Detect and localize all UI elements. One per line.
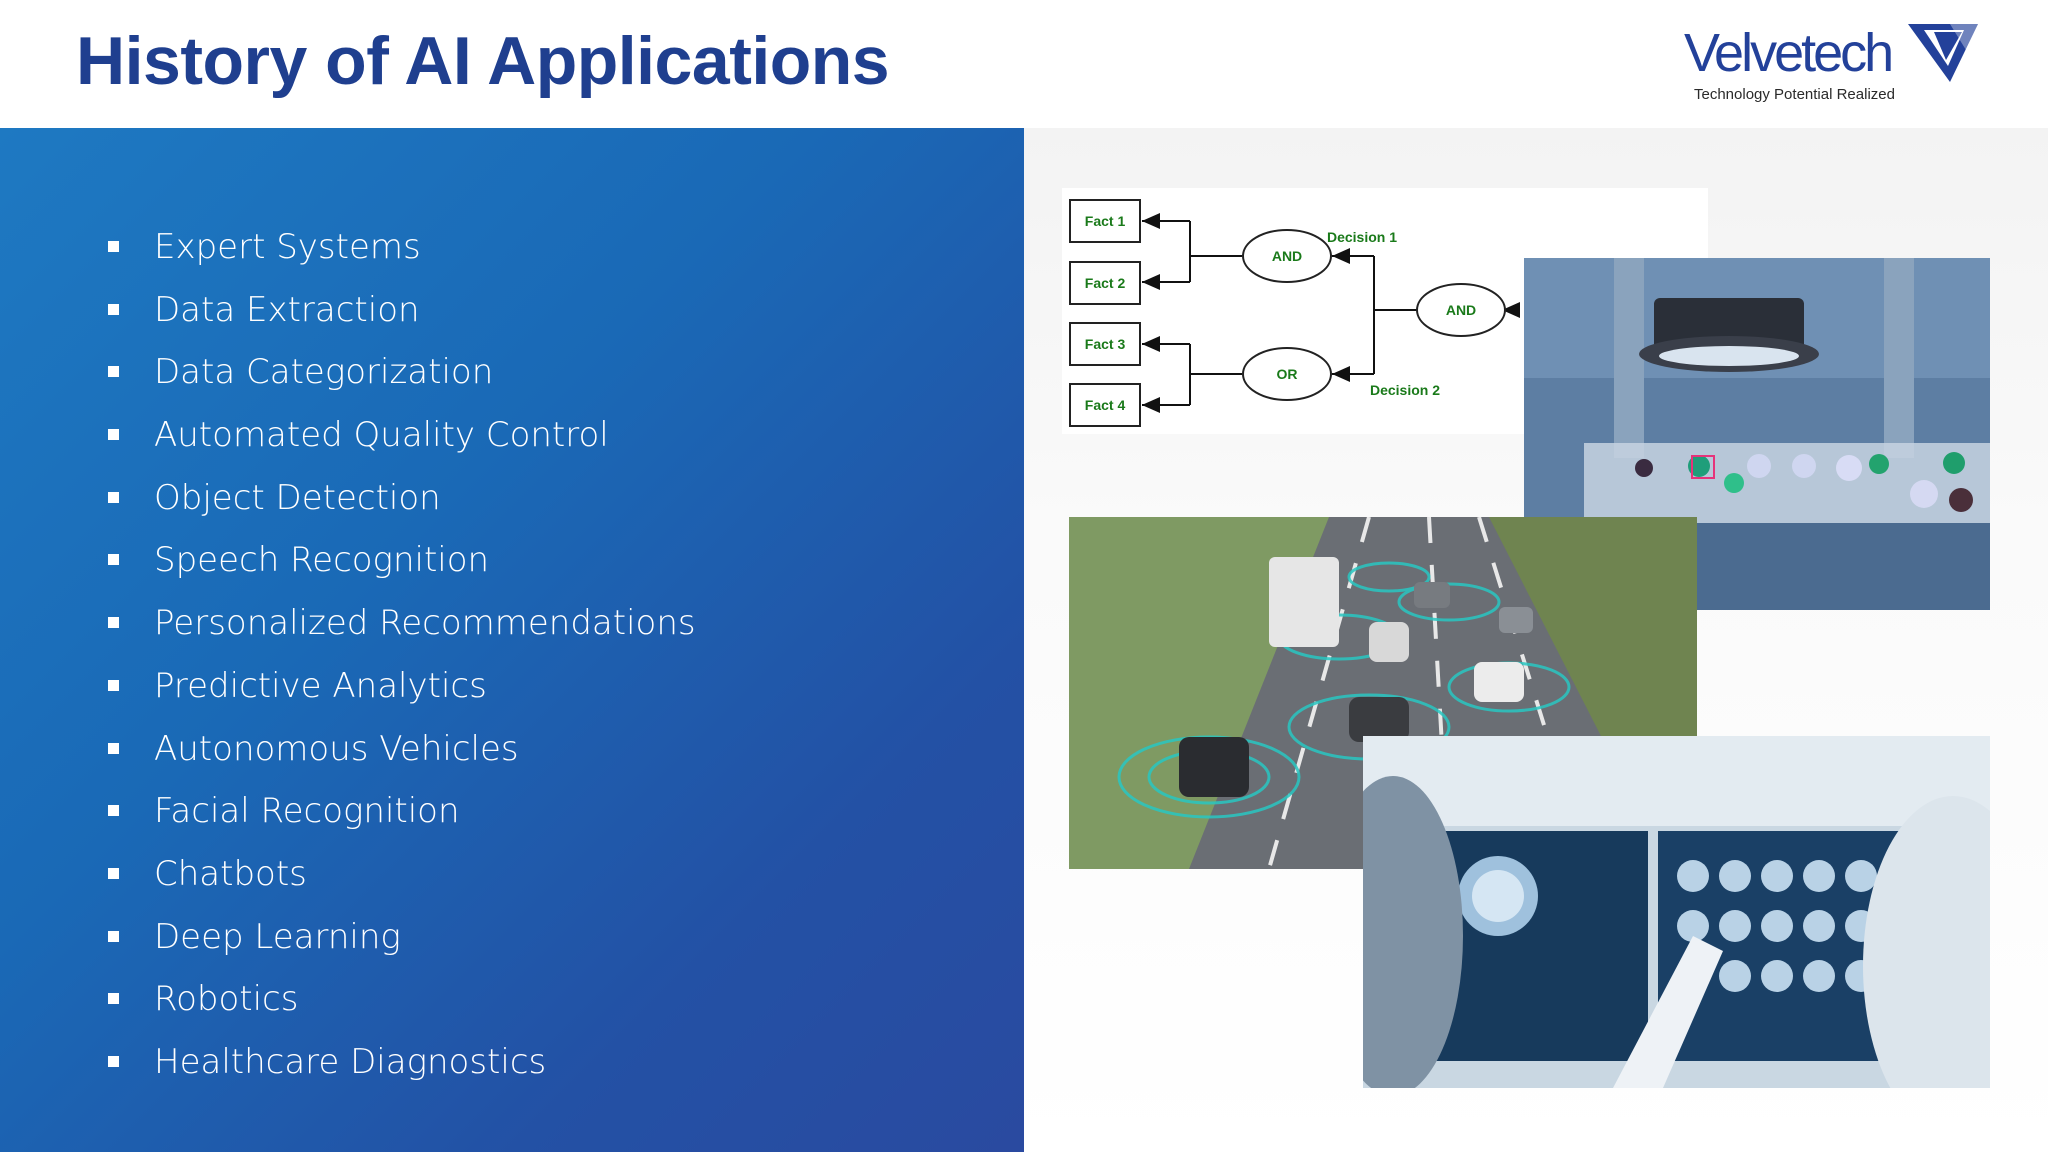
list-item-label: Automated Quality Control	[154, 415, 609, 456]
page-title: History of AI Applications	[76, 23, 890, 99]
list-item-label: Data Extraction	[154, 289, 420, 330]
decision-tree-svg: Fact 1 Fact 2 Fact 3 Fact 4 AND OR A	[1069, 199, 1520, 427]
bullet-square-icon	[108, 993, 119, 1005]
list-item: Personalized Recommendations	[108, 592, 696, 655]
bullet-square-icon	[108, 366, 119, 378]
list-item-label: Autonomous Vehicles	[154, 728, 519, 769]
velvetech-logo: Velvetech Technology Potential Realized	[1684, 18, 1984, 108]
or-gate	[1242, 347, 1332, 401]
list-item-label: Speech Recognition	[154, 540, 490, 581]
decision-label: Decision 1	[1327, 229, 1397, 245]
list-item-label: Deep Learning	[154, 916, 401, 957]
list-item: Speech Recognition	[108, 529, 696, 592]
list-item: Data Categorization	[108, 341, 696, 404]
bullet-square-icon	[108, 1055, 119, 1067]
gate-label: AND	[1272, 248, 1302, 264]
factory-quality-control-image	[1524, 258, 1990, 610]
list-item: Predictive Analytics	[108, 655, 696, 718]
list-item: Facial Recognition	[108, 780, 696, 843]
list-item-label: Healthcare Diagnostics	[154, 1041, 547, 1082]
bullet-square-icon	[108, 930, 119, 942]
bullet-square-icon	[108, 742, 119, 754]
final-and-gate	[1416, 283, 1506, 337]
list-item: Robotics	[108, 968, 696, 1031]
list-item: Deep Learning	[108, 906, 696, 969]
fact-box	[1069, 261, 1141, 305]
bullet-square-icon	[108, 617, 119, 629]
bullet-square-icon	[108, 805, 119, 817]
logo-wordmark: Velvetech	[1684, 23, 1894, 83]
and-gate	[1242, 229, 1332, 283]
list-item: Healthcare Diagnostics	[108, 1031, 696, 1094]
decision-label: Decision 2	[1370, 382, 1440, 398]
gate-label: OR	[1277, 366, 1298, 382]
list-item-label: Personalized Recommendations	[154, 603, 696, 644]
list-item: Object Detection	[108, 467, 696, 530]
bullet-square-icon	[108, 679, 119, 691]
list-item: Data Extraction	[108, 279, 696, 342]
list-item: Automated Quality Control	[108, 404, 696, 467]
bullet-square-icon	[108, 429, 119, 441]
fact-label: Fact 4	[1085, 397, 1126, 413]
bullet-square-icon	[108, 867, 119, 879]
medical-scene	[1363, 736, 1990, 1088]
bullet-square-icon	[108, 303, 119, 315]
list-item-label: Predictive Analytics	[154, 665, 487, 706]
gate-label: AND	[1446, 302, 1476, 318]
list-item-label: Data Categorization	[154, 352, 494, 393]
list-item-label: Object Detection	[154, 477, 441, 518]
logo-tagline: Technology Potential Realized	[1694, 86, 1895, 103]
bullet-panel: Expert Systems Data Extraction Data Cate…	[0, 128, 1024, 1152]
fact-label: Fact 2	[1085, 275, 1126, 291]
medical-brain-scan-image	[1363, 736, 1990, 1088]
bullet-square-icon	[108, 491, 119, 503]
application-list: Expert Systems Data Extraction Data Cate…	[108, 216, 696, 1094]
list-item-label: Robotics	[154, 979, 299, 1020]
list-item-label: Chatbots	[154, 853, 307, 894]
list-item: Expert Systems	[108, 216, 696, 279]
list-item-label: Expert Systems	[154, 227, 421, 267]
fact-box	[1069, 383, 1141, 427]
fact-label: Fact 3	[1085, 336, 1126, 352]
list-item: Chatbots	[108, 843, 696, 906]
list-item: Autonomous Vehicles	[108, 718, 696, 781]
fact-box	[1069, 199, 1141, 243]
fact-label: Fact 1	[1085, 213, 1126, 229]
fact-box	[1069, 322, 1141, 366]
bullet-square-icon	[108, 241, 119, 252]
logo-mark-icon	[1908, 24, 1978, 82]
bullet-square-icon	[108, 554, 119, 566]
list-item-label: Facial Recognition	[154, 791, 460, 832]
